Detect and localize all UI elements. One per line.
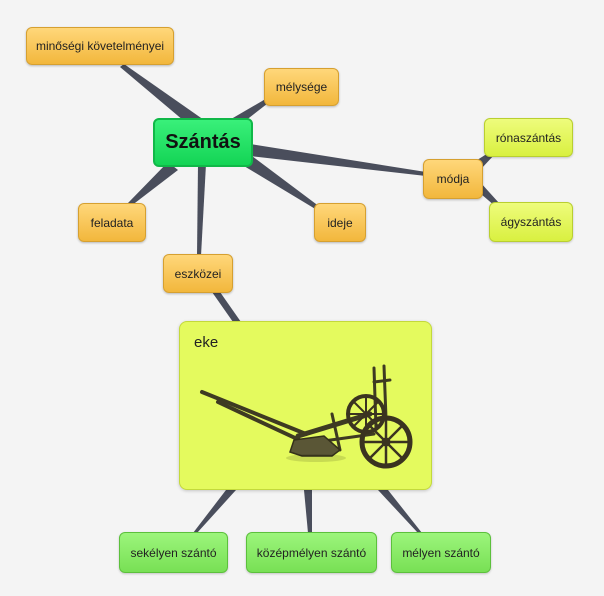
node-label: ágyszántás — [500, 215, 562, 229]
node-minosegi-kovetelmenyei[interactable]: minőségi követelményei — [26, 27, 174, 65]
node-melysege[interactable]: mélysége — [264, 68, 339, 106]
node-ideje[interactable]: ideje — [314, 203, 366, 242]
edge-eke-kozepmelyen — [304, 490, 312, 533]
edge-root-feladata — [128, 162, 178, 206]
node-melyen-szanto[interactable]: mélyen szántó — [391, 532, 491, 573]
node-label: mélyen szántó — [402, 545, 480, 560]
node-label: eszközei — [174, 266, 222, 281]
edge-root-modja — [250, 144, 426, 176]
edge-eke-sekelyen — [193, 490, 236, 533]
node-feladata[interactable]: feladata — [78, 203, 146, 242]
large-wheel-shape — [359, 415, 413, 469]
edge-root-eszkozei — [197, 164, 206, 256]
node-kozepmelyen-szanto[interactable]: középmélyen szántó — [246, 532, 377, 573]
node-ronaszantas[interactable]: rónaszántás — [484, 118, 573, 157]
node-label: sekélyen szántó — [130, 545, 217, 560]
node-eke[interactable]: eke — [179, 321, 432, 490]
node-label: rónaszántás — [495, 130, 562, 145]
root-label: Szántás — [165, 131, 241, 153]
node-label: ideje — [327, 215, 353, 230]
node-modja[interactable]: módja — [423, 159, 483, 199]
edge-eszkozei-eke — [212, 292, 241, 322]
node-label: feladata — [90, 215, 134, 230]
node-agyszantas[interactable]: ágyszántás — [489, 202, 573, 242]
root-node[interactable]: Szántás — [153, 118, 253, 167]
node-eke-label: eke — [194, 334, 219, 351]
edge-eke-melyen — [378, 490, 422, 533]
edge-root-minosegi — [120, 64, 204, 126]
node-label: középmélyen szántó — [256, 545, 367, 560]
node-eszkozei[interactable]: eszközei — [163, 254, 233, 293]
node-label: mélysége — [275, 80, 328, 94]
node-label: módja — [436, 172, 470, 186]
plough-icon — [200, 364, 413, 469]
node-sekelyen-szanto[interactable]: sekélyen szántó — [119, 532, 228, 573]
edge-root-ideje — [234, 150, 320, 210]
node-label: minőségi követelményei — [35, 39, 165, 53]
mouldboard-shape — [289, 435, 342, 457]
